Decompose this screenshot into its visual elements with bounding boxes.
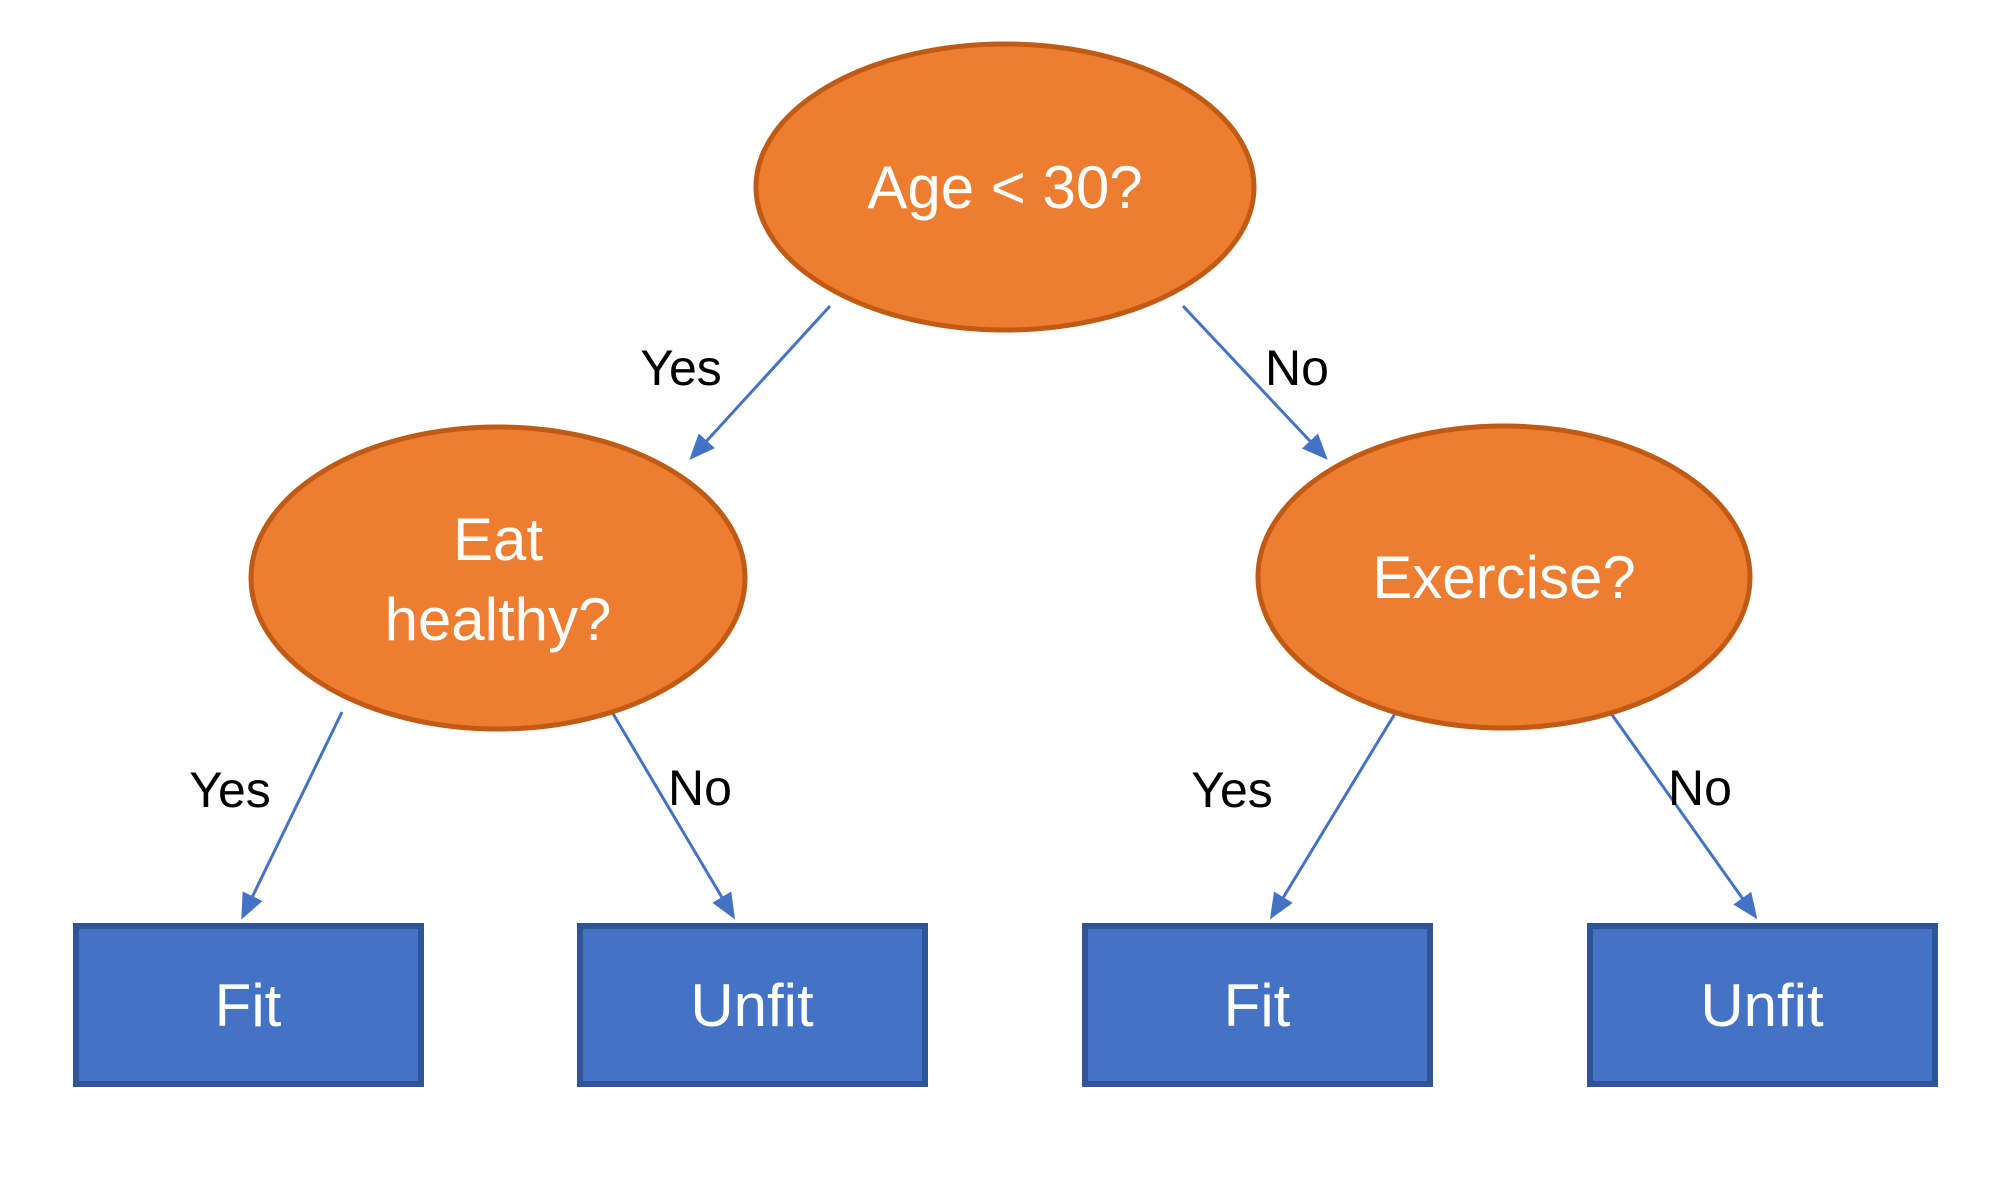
decision-nodes: Age < 30? Eat healthy? Exercise? [248,41,1753,732]
node-age-question: Age < 30? [753,41,1257,333]
leaf-unfit-2-shape [1587,923,1938,1087]
leaf-unfit-2: Unfit [1587,923,1938,1087]
edge-exercise-no-arrow [1608,711,1758,920]
edge-label-eat-healthy-no: No [668,760,732,816]
leaf-unfit-2-label: Unfit [1700,972,1824,1039]
edge-exercise-yes-arrow [1269,711,1398,920]
node-eat-healthy-question-shape [248,424,748,732]
edges [241,304,1758,920]
node-exercise-label: Exercise? [1372,544,1635,611]
edge-label-exercise-no: No [1668,760,1732,816]
edge-label-exercise-yes: Yes [1191,762,1273,818]
node-age-question-shape [753,41,1257,333]
node-exercise-question-shape [1255,423,1753,731]
leaf-unfit-1-shape [577,923,928,1087]
edge-root-yes-arrow [689,304,832,460]
node-eat-healthy-label-line1: Eat [453,506,543,573]
edge-label-root-yes: Yes [640,340,722,396]
leaf-fit-1: Fit [73,923,424,1087]
edge-label-eat-healthy-yes: Yes [189,762,271,818]
leaf-fit-1-shape [73,923,424,1087]
edge-label-root-no: No [1265,340,1329,396]
leaf-fit-1-label: Fit [215,972,282,1039]
leaf-unfit-1: Unfit [577,923,928,1087]
node-eat-healthy-label-line2: healthy? [385,586,612,653]
leaf-fit-2-label: Fit [1224,972,1291,1039]
leaf-nodes: Fit Unfit Fit Unfit [73,923,1938,1087]
node-age-question-label: Age < 30? [867,154,1142,221]
edge-labels: Yes No Yes No Yes No [189,340,1732,818]
edge-eat-healthy-yes-arrow [241,711,344,920]
node-exercise-question: Exercise? [1255,423,1753,731]
leaf-unfit-1-label: Unfit [690,972,814,1039]
edge-eat-healthy-no-arrow [610,711,736,920]
leaf-fit-2-shape [1082,923,1433,1087]
node-eat-healthy-question: Eat healthy? [248,424,748,732]
leaf-fit-2: Fit [1082,923,1433,1087]
edge-root-no-arrow [1181,304,1328,460]
